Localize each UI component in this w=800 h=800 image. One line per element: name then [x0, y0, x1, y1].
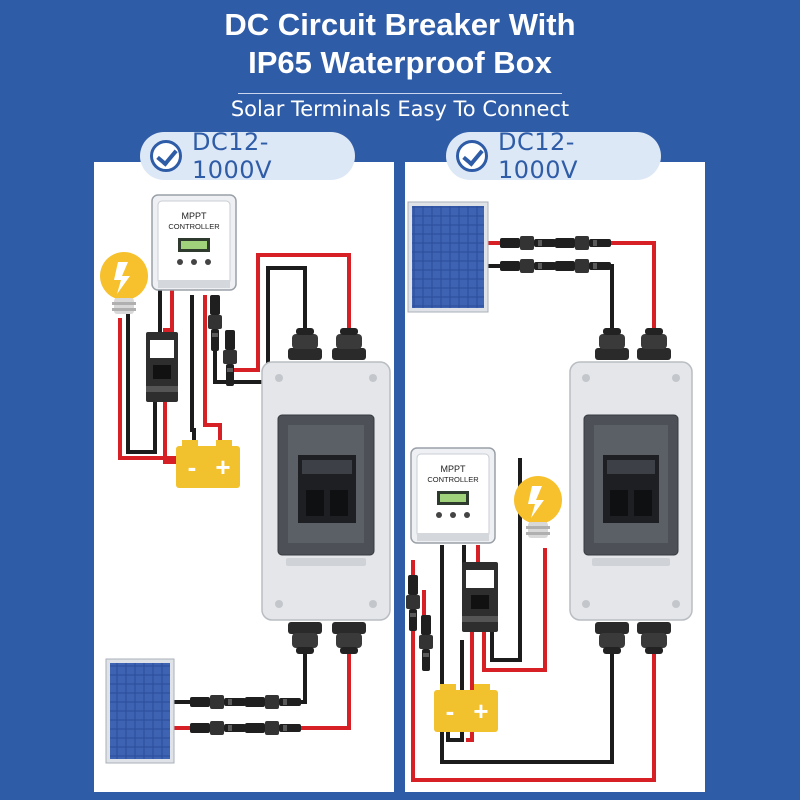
battery-plus: +	[215, 452, 230, 482]
mc4-connector	[208, 295, 222, 351]
right-battery-icon: - +	[434, 684, 498, 732]
wire-red	[163, 400, 176, 464]
mc4-connector	[406, 575, 420, 631]
left-battery-icon: - +	[176, 440, 240, 488]
right-circuit-breaker	[462, 562, 498, 632]
wire-red	[300, 645, 351, 730]
mc4-connector	[223, 330, 237, 386]
check-circle-icon	[150, 140, 182, 172]
wire-black	[213, 266, 307, 384]
mc4-connector	[245, 721, 301, 735]
wire-black	[190, 295, 196, 445]
wire-black	[490, 458, 522, 662]
mc4-connector	[500, 259, 556, 273]
voltage-label: DC12-1000V	[192, 128, 272, 184]
page-title: DC Circuit Breaker With IP65 Waterproof …	[0, 6, 800, 82]
left-waterproof-box	[261, 328, 391, 654]
left-bulb-icon	[100, 252, 148, 314]
right-waterproof-box	[569, 328, 693, 654]
right-voltage-badge: DC12-1000V	[446, 128, 661, 184]
wire-red	[118, 318, 176, 460]
wire-black	[600, 264, 614, 335]
wire-black	[155, 290, 162, 337]
wire-black	[126, 310, 157, 454]
mc4-connector	[555, 236, 611, 250]
wire-red	[466, 632, 474, 742]
mc4-connector	[190, 695, 246, 709]
controller-label-line-1: MPPT	[440, 464, 466, 474]
left-circuit-breaker	[146, 332, 178, 402]
title-divider	[238, 93, 562, 94]
controller-label-line-2: CONTROLLER	[168, 222, 220, 231]
right-wires	[411, 241, 656, 782]
voltage-label: DC12-1000V	[498, 128, 578, 184]
title-line-1: DC Circuit Breaker With	[224, 7, 576, 42]
subtitle: Solar Terminals Easy To Connect	[230, 97, 570, 121]
battery-minus: -	[446, 696, 455, 726]
mc4-connector	[245, 695, 301, 709]
controller-label-line-1: MPPT	[181, 211, 207, 221]
right-solar-panel-icon	[407, 201, 489, 313]
controller-label-line-2: CONTROLLER	[427, 475, 479, 484]
wire-red	[203, 295, 222, 445]
right-bulb-icon	[514, 476, 562, 538]
check-circle-icon	[456, 140, 488, 172]
battery-minus: -	[188, 452, 197, 482]
left-solar-panel-icon	[105, 658, 175, 764]
mc4-connector	[419, 615, 433, 671]
title-line-2: IP65 Waterproof Box	[248, 45, 552, 80]
wire-black	[440, 545, 614, 764]
left-mppt-controller: MPPT CONTROLLER	[151, 194, 237, 291]
wire-red	[230, 253, 351, 372]
mc4-connector	[190, 721, 246, 735]
mc4-connector	[500, 236, 556, 250]
battery-plus: +	[473, 696, 488, 726]
left-voltage-badge: DC12-1000V	[140, 128, 355, 184]
wire-red	[411, 560, 656, 782]
wire-red	[482, 548, 547, 672]
mc4-connector	[555, 259, 611, 273]
wire-red	[600, 241, 656, 335]
right-mppt-controller: MPPT CONTROLLER	[410, 447, 496, 544]
